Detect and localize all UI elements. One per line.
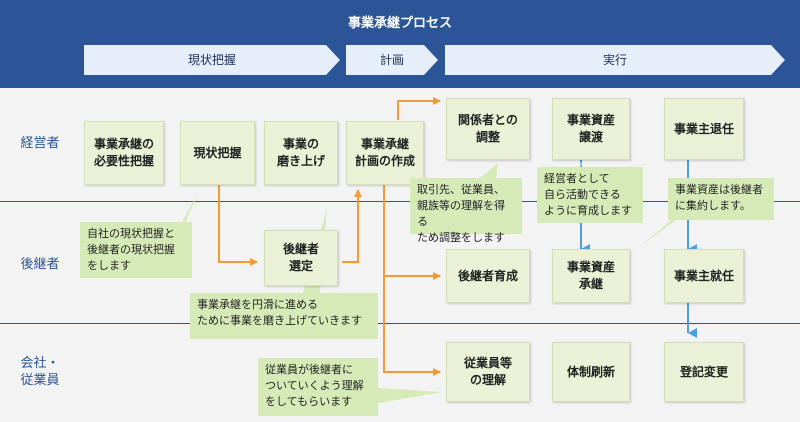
box-stakeholders: 関係者との 調整: [446, 98, 530, 160]
arrow-plan-to-employees: [383, 276, 441, 376]
box-take-office: 事業主就任: [664, 249, 744, 303]
box-registration: 登記変更: [664, 342, 744, 402]
box-train-successor: 後継者育成: [446, 249, 530, 303]
box-polish: 事業の 磨き上げ: [264, 121, 338, 185]
row-divider: [0, 323, 800, 324]
row-label-company: 会社・ 従業員: [20, 356, 60, 388]
note-successor-training: 経営者として 自ら活動できる ように育成します: [537, 167, 643, 223]
box-employee-understanding: 従業員等 の理解: [446, 342, 530, 402]
box-current-state: 現状把握: [180, 121, 255, 185]
callout-tail: [378, 388, 442, 403]
row-label-successor: 後継者: [20, 257, 60, 272]
note-employees: 従業員が後継者に ついていくよう理解 をしてもらいます: [258, 358, 378, 416]
phase-arrow-shape: [445, 45, 785, 75]
note-assets: 事業資産は後継者 に集約します。: [668, 178, 774, 220]
phase-arrow-shape: [346, 45, 438, 75]
box-transfer: 事業資産 譲渡: [552, 98, 630, 160]
phase-label: 実行: [602, 53, 627, 67]
process-header: 事業承継プロセス 現状把握 計画 実行: [0, 0, 800, 88]
phase-arrow-plan: 計画: [346, 45, 438, 75]
box-plan: 事業承継 計画の作成: [346, 121, 424, 185]
box-inherit-assets: 事業資産 承継: [552, 249, 630, 303]
callout-tail: [480, 163, 498, 178]
phase-label: 現状把握: [187, 53, 236, 67]
row-divider: [0, 201, 800, 202]
diagram-title: 事業承継プロセス: [347, 16, 452, 31]
arrow-current-state-to-selection: [218, 185, 258, 266]
note-polish: 事業承継を円滑に進める ために事業を磨き上げていきます: [190, 293, 378, 339]
arrow-selection-to-plan: [342, 189, 362, 263]
box-necessity: 事業承継の 必要性把握: [84, 121, 164, 185]
phase-label: 計画: [379, 53, 404, 67]
note-current-state: 自社の現状把握と 後継者の現状把握 をします: [80, 222, 192, 278]
row-label-owner: 経営者: [20, 136, 60, 151]
box-retire: 事業主退任: [664, 98, 744, 160]
arrow-plan-to-stakeholders: [397, 97, 441, 120]
phase-arrow-shape: [84, 45, 340, 75]
box-restructure: 体制刷新: [552, 342, 630, 402]
phase-arrow-execution: 実行: [445, 45, 785, 75]
note-stakeholders: 取引先、従業員、 親族等の理解を得る ため調整をします: [410, 178, 522, 244]
phase-arrow-current-state: 現状把握: [84, 45, 340, 75]
box-select-successor: 後継者 選定: [264, 230, 338, 286]
